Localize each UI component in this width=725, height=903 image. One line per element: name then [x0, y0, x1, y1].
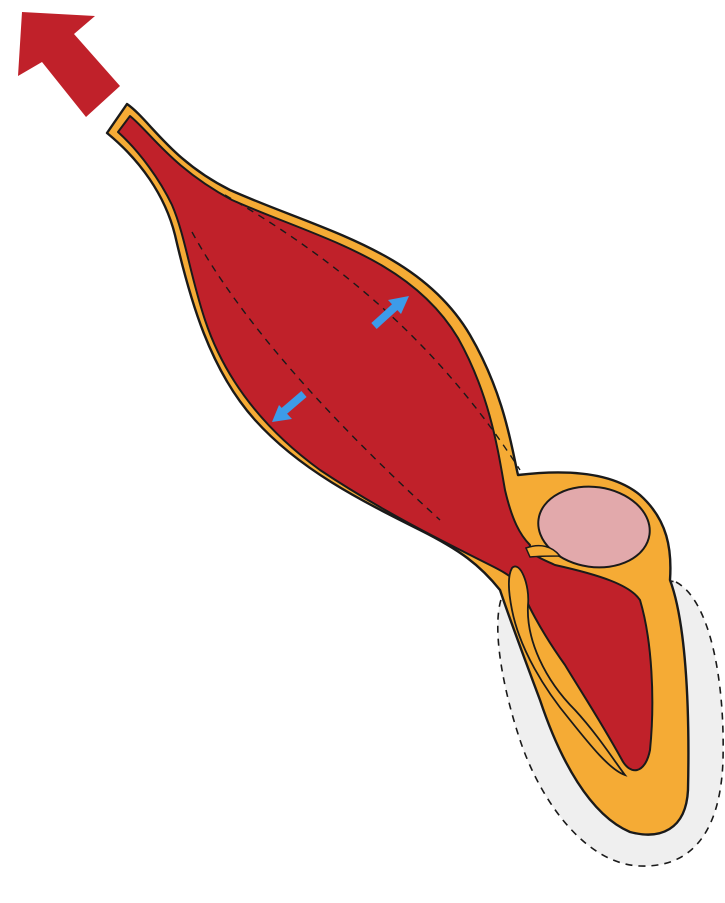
arrow-up-left-icon	[18, 12, 120, 117]
lumen	[118, 116, 652, 770]
